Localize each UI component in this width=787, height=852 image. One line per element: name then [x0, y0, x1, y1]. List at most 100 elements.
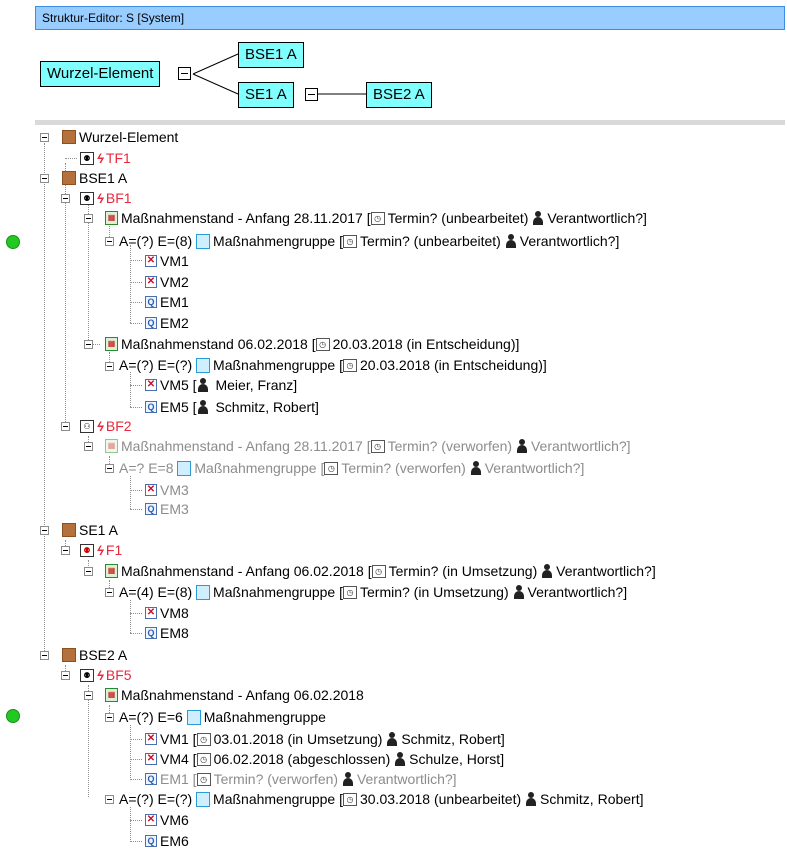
group-icon [186, 709, 201, 725]
element-icon [62, 130, 76, 145]
tree-node-massnahmengruppe[interactable]: A=(?) E=(8) Maßnahmengruppe [◷Termin? (u… [119, 233, 620, 249]
calendar-icon: ◷ [315, 337, 330, 351]
diagram-node-bse2[interactable]: BSE2 A [366, 82, 432, 108]
tree-node-massnahmenstand[interactable]: ▦Maßnahmenstand - Anfang 28.11.2017 [◷Te… [105, 436, 631, 456]
collapse-toggle[interactable] [61, 546, 70, 555]
tree-node-vm6[interactable]: ✕VM6 [145, 812, 189, 828]
tree-node-bse2[interactable]: BSE2 A [62, 645, 127, 665]
tree-node-vm1[interactable]: ✕VM1 [◷03.01.2018 (in Umsetzung) Schmitz… [145, 731, 505, 747]
group-icon [177, 460, 192, 476]
measure-x-icon: ✕ [145, 753, 157, 766]
calendar-icon: ◷ [196, 752, 211, 766]
bolt-icon: ϟ [97, 668, 104, 683]
tree-node-vm8[interactable]: ✕VM8 [145, 605, 189, 621]
collapse-toggle[interactable] [105, 237, 114, 246]
collapse-toggle[interactable] [40, 133, 49, 142]
tree-node-vm3[interactable]: ✕VM3 [145, 482, 189, 498]
tree-node-massnahmenstand[interactable]: ▦Maßnahmenstand - Anfang 28.11.2017 [◷Te… [105, 208, 647, 228]
measure-q-icon: Q [145, 401, 157, 414]
tree-node-vm2[interactable]: ✕VM2 [145, 274, 189, 290]
collapse-toggle[interactable] [84, 340, 93, 349]
diagram-node-bse1[interactable]: BSE1 A [238, 42, 304, 68]
collapse-toggle[interactable] [40, 526, 49, 535]
fault-tree-icon: ⚇ [80, 419, 94, 433]
bolt-icon: ϟ [97, 543, 104, 558]
person-icon [505, 234, 517, 249]
group-icon [196, 791, 211, 807]
measure-q-icon: Q [145, 627, 157, 640]
tree-node-massnahmenstand[interactable]: ▦Maßnahmenstand 06.02.2018 [◷20.03.2018 … [105, 334, 519, 354]
person-icon [342, 772, 354, 787]
person-icon [532, 211, 544, 226]
fault-tree-icon: ⚉ [80, 543, 94, 557]
tree-node-vm4[interactable]: ✕VM4 [◷06.02.2018 (abgeschlossen) Schulz… [145, 751, 505, 767]
collapse-toggle[interactable] [105, 795, 114, 804]
group-icon [196, 233, 211, 249]
measure-x-icon: ✕ [145, 276, 157, 289]
splitter[interactable] [35, 120, 785, 125]
calendar-icon: ◷ [370, 439, 385, 453]
measure-status-icon: ▦ [105, 688, 118, 703]
person-icon [197, 400, 209, 415]
collapse-icon[interactable] [178, 67, 191, 80]
tree-node-massnahmengruppe[interactable]: A=(?) E=(?) Maßnahmengruppe [◷30.03.2018… [119, 791, 644, 807]
collapse-toggle[interactable] [105, 362, 114, 371]
tree-node-massnahmengruppe[interactable]: A=(?) E=(?) Maßnahmengruppe [◷20.03.2018… [119, 357, 547, 373]
measure-status-icon: ▦ [105, 211, 118, 226]
tree-node-massnahmengruppe[interactable]: A=(4) E=(8) Maßnahmengruppe [◷Termin? (i… [119, 584, 628, 600]
diagram-node-se1[interactable]: SE1 A [238, 82, 294, 108]
tree-node-se1[interactable]: SE1 A [62, 520, 118, 540]
element-icon [62, 648, 76, 663]
collapse-toggle[interactable] [84, 691, 93, 700]
collapse-toggle[interactable] [105, 464, 114, 473]
fault-tree-icon: ⚉ [80, 151, 94, 165]
person-icon [516, 439, 528, 454]
tree-node-wurzel[interactable]: Wurzel-Element [62, 127, 178, 147]
tree-node-bse1[interactable]: BSE1 A [62, 168, 127, 188]
calendar-icon: ◷ [343, 234, 357, 248]
collapse-toggle[interactable] [61, 194, 70, 203]
collapse-toggle[interactable] [105, 713, 114, 722]
tree-node-massnahmenstand[interactable]: ▦Maßnahmenstand - Anfang 06.02.2018 [◷Te… [105, 561, 656, 581]
collapse-toggle[interactable] [84, 214, 93, 223]
tree-node-massnahmengruppe[interactable]: A=(?) E=6 Maßnahmengruppe [119, 709, 326, 725]
measure-status-icon: ▦ [105, 439, 118, 454]
collapse-toggle[interactable] [40, 174, 49, 183]
calendar-icon: ◷ [371, 564, 386, 578]
tree-node-vm1[interactable]: ✕VM1 [145, 253, 189, 269]
collapse-toggle[interactable] [84, 567, 93, 576]
diagram-node-root[interactable]: Wurzel-Element [40, 61, 161, 87]
person-icon [541, 564, 553, 579]
structure-diagram-connectors [192, 53, 366, 95]
fault-tree-icon: ⚉ [80, 668, 94, 682]
measure-x-icon: ✕ [145, 814, 157, 827]
measure-x-icon: ✕ [145, 379, 157, 392]
person-icon [513, 585, 525, 600]
bolt-icon: ϟ [97, 191, 104, 206]
collapse-toggle[interactable] [40, 651, 49, 660]
collapse-icon[interactable] [305, 88, 318, 101]
collapse-toggle[interactable] [61, 671, 70, 680]
collapse-toggle[interactable] [84, 442, 93, 451]
collapse-toggle[interactable] [105, 588, 114, 597]
calendar-icon: ◷ [324, 461, 339, 475]
measure-x-icon: ✕ [145, 484, 157, 497]
tree-node-massnahmenstand[interactable]: ▦Maßnahmenstand - Anfang 06.02.2018 [105, 685, 364, 705]
collapse-toggle[interactable] [61, 422, 70, 431]
tree-node-vm5[interactable]: ✕VM5 [ Meier, Franz] [145, 377, 298, 393]
window-title: Struktur-Editor: S [System] [35, 6, 785, 30]
tree-node-massnahmengruppe[interactable]: A=? E=8 Maßnahmengruppe [◷Termin? (verwo… [119, 460, 585, 476]
measure-x-icon: ✕ [145, 607, 157, 620]
